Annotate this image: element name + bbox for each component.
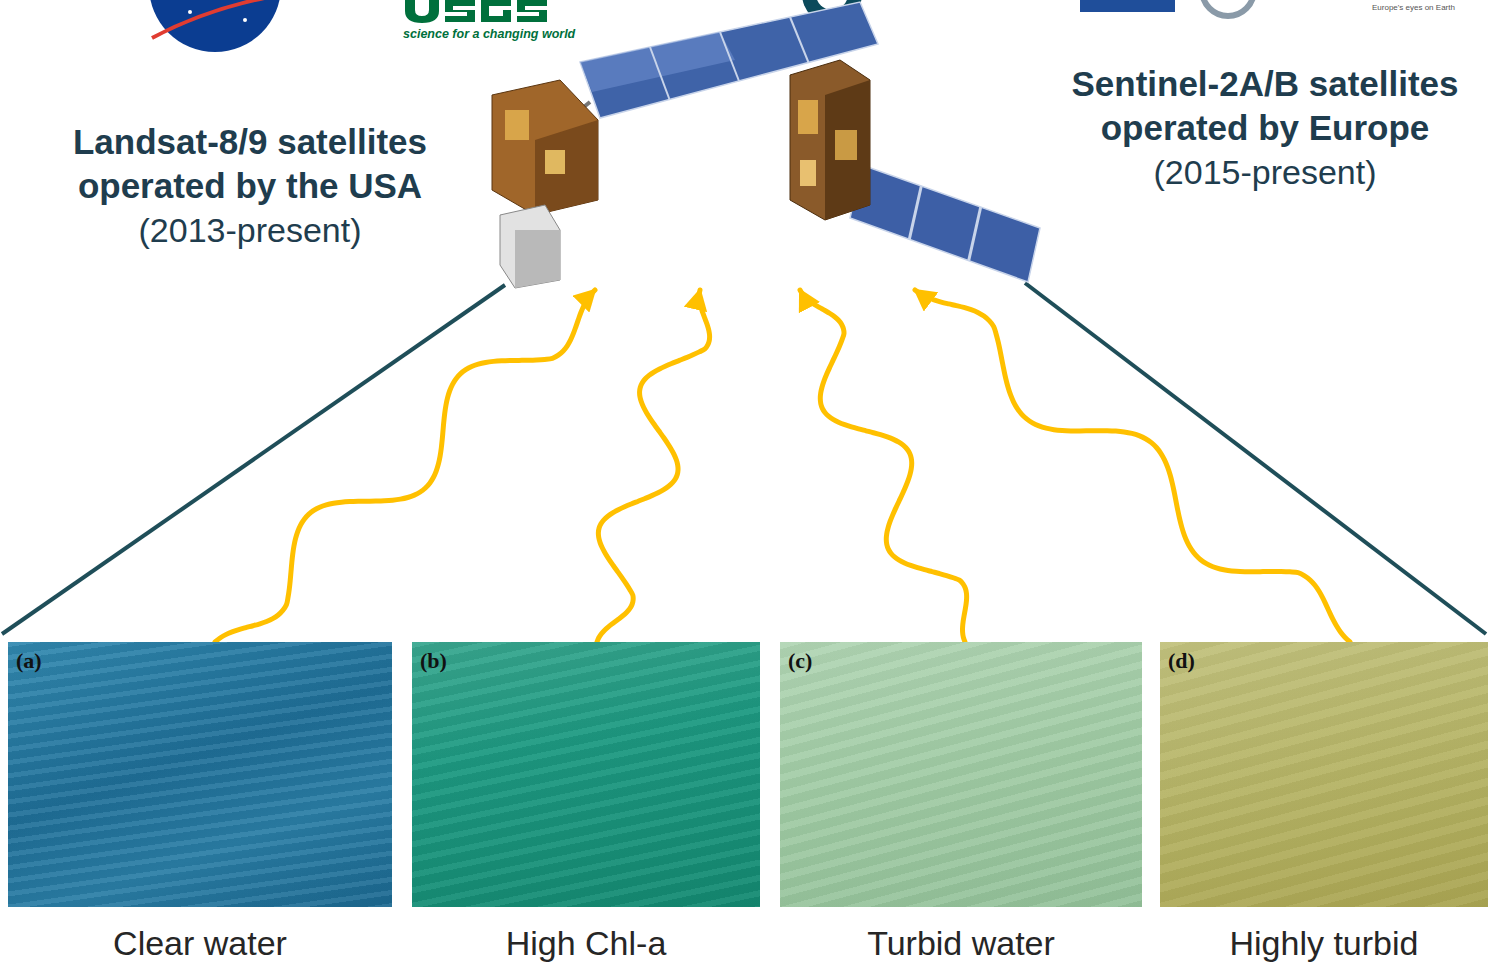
light-emission-arrow <box>800 290 967 642</box>
usgs-logo-letter <box>445 0 475 22</box>
satellite-body <box>492 80 598 215</box>
solar-panel-seam <box>909 186 921 239</box>
gold-foil <box>835 130 857 160</box>
gold-foil <box>800 160 816 186</box>
logo-tagline: Europe's eyes on Earth <box>1372 3 1455 12</box>
instrument-box <box>500 205 560 288</box>
water-type-caption: Highly turbid <box>1160 923 1488 964</box>
instrument-box-face <box>515 230 560 288</box>
solar-panel-highlight <box>580 32 735 92</box>
satellite-name: Landsat-8/9 satellites operated by the U… <box>30 120 470 208</box>
panel-letter: (d) <box>1168 648 1195 674</box>
panel-letter: (a) <box>16 648 42 674</box>
water-photo: (b) <box>412 642 760 907</box>
logo-star <box>243 18 247 22</box>
field-of-view-line <box>1025 283 1486 634</box>
logo-star <box>188 10 192 14</box>
gold-foil <box>545 150 565 174</box>
logo-tagline: science for a changing world <box>403 27 575 41</box>
water-type-caption: Clear water <box>8 923 392 964</box>
panel-letter: (c) <box>788 648 812 674</box>
water-sample-tile: (a) Clear water <box>8 642 392 964</box>
solar-panel-seam <box>969 207 981 261</box>
water-sample-tile: (d) Highly turbid <box>1160 642 1488 964</box>
light-emission-arrow <box>915 290 1350 642</box>
satellite-body-face <box>535 120 598 215</box>
field-of-view-line <box>2 285 505 634</box>
water-sample-tile: (b) High Chl-a <box>412 642 760 964</box>
water-photo: (c) <box>780 642 1142 907</box>
operation-years: (2015-present) <box>1055 150 1475 194</box>
agency-logo <box>149 0 281 52</box>
water-photo: (a) <box>8 642 392 907</box>
gold-foil <box>505 110 529 140</box>
water-sample-tile: (c) Turbid water <box>780 642 1142 964</box>
water-type-caption: Turbid water <box>780 923 1142 964</box>
solar-panel-seam <box>720 32 739 81</box>
light-emission-arrow <box>215 290 595 642</box>
light-emission-arrow <box>597 290 710 642</box>
usgs-logo-letter <box>517 0 547 22</box>
usgs-logo-letter <box>405 0 439 23</box>
satellite-name: Sentinel-2A/B satellites operated by Eur… <box>1055 62 1475 150</box>
water-photo: (d) <box>1160 642 1488 907</box>
usgs-logo-letter <box>481 0 511 22</box>
panel-letter: (b) <box>420 648 447 674</box>
eu-logo <box>1080 0 1175 12</box>
water-type-caption: High Chl-a <box>412 923 760 964</box>
solar-panel-seam <box>650 47 670 100</box>
gold-foil <box>798 100 818 134</box>
satellite-body <box>790 60 870 220</box>
satellite-body-face <box>825 80 870 220</box>
operation-years: (2013-present) <box>30 208 470 252</box>
satellite-group: Sentinel-2A/B satellites operated by Eur… <box>770 40 1480 290</box>
solar-panel <box>850 165 1040 282</box>
satellite-description: Landsat-8/9 satellites operated by the U… <box>30 120 470 252</box>
satellite-description: Sentinel-2A/B satellites operated by Eur… <box>1055 62 1475 194</box>
satellite-group: Landsat-8/9 satellites operated by the U… <box>30 100 750 290</box>
solar-panel-seam <box>790 17 809 63</box>
copernicus-logo <box>1202 0 1254 16</box>
agency-logo-swoosh <box>152 0 286 38</box>
